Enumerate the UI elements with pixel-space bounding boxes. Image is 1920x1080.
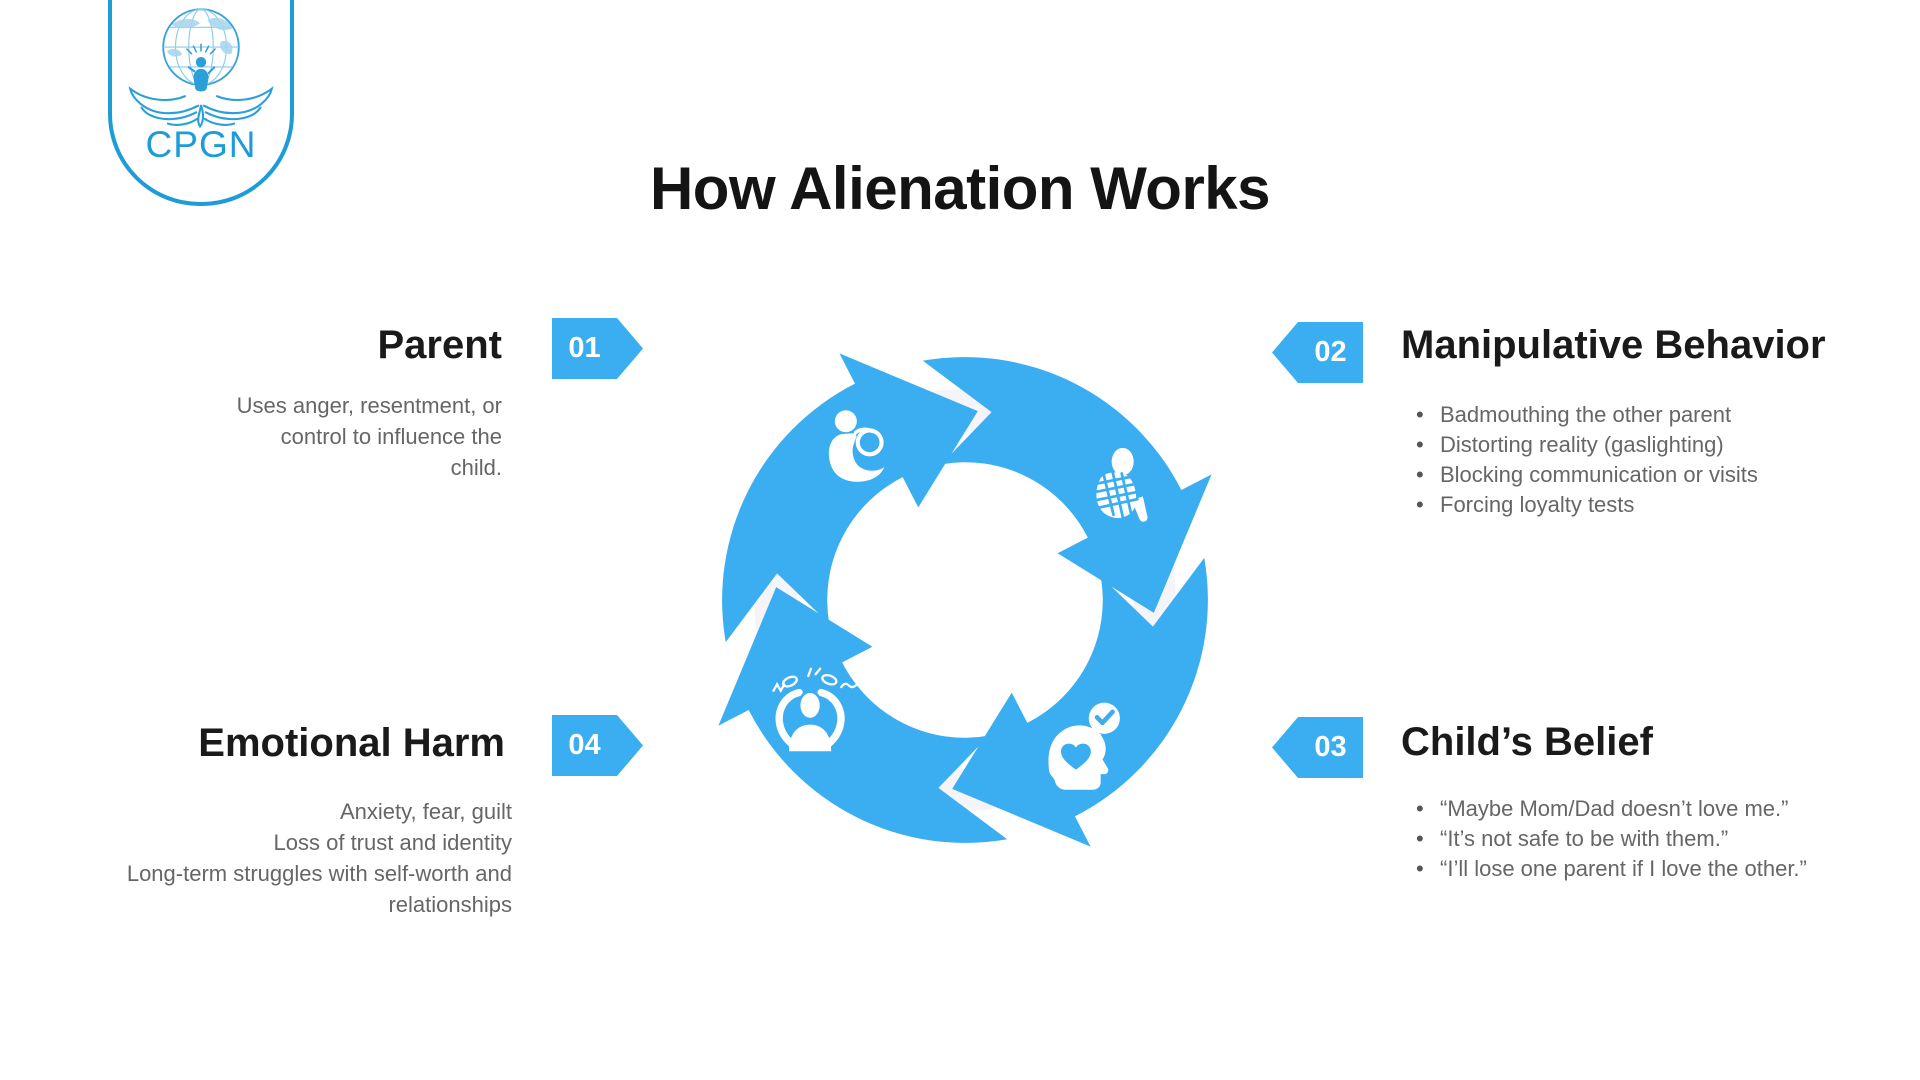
step1-description: Uses anger, resentment, or control to in… (237, 390, 502, 483)
step1-line: control to influence the (280, 424, 502, 449)
step4-line: Loss of trust and identity (273, 830, 512, 855)
step1-number-tag: 01 (552, 318, 643, 379)
head-with-heart-and-check-icon (1048, 702, 1120, 790)
person-stressed-icon (772, 667, 858, 752)
bullet-item: Badmouthing the other parent (1408, 400, 1758, 430)
alienation-cycle-diagram (718, 353, 1212, 847)
wings-icon (128, 86, 274, 129)
bullet-item: Forcing loyalty tests (1408, 490, 1758, 520)
step1-number: 01 (568, 332, 601, 364)
child-icon (187, 57, 216, 92)
bullet-item: “It’s not safe to be with them.” (1408, 824, 1807, 854)
brand-logo-icon (128, 8, 274, 129)
cycle-arrow (922, 357, 1212, 613)
step1-line: child. (450, 455, 502, 480)
step4-line: Anxiety, fear, guilt (339, 799, 512, 824)
step4-number: 04 (568, 729, 601, 761)
step4-line: Long-term struggles with self-worth and (126, 861, 512, 886)
step4-line: relationships (388, 892, 512, 917)
cycle-arrow (952, 557, 1208, 847)
step3-number-tag: 03 (1272, 717, 1363, 778)
cycle-arrow (722, 353, 978, 643)
step4-number-tag: 04 (552, 715, 643, 776)
brand-badge: CPGN (108, 0, 294, 206)
step3-heading: Child’s Belief (1401, 720, 1653, 764)
step3-number: 03 (1314, 731, 1347, 763)
step2-heading: Manipulative Behavior (1401, 323, 1826, 367)
parent-holding-child-icon (828, 410, 885, 482)
step2-number: 02 (1314, 336, 1347, 368)
step2-number-tag: 02 (1272, 322, 1363, 383)
cycle-arrow (718, 587, 1008, 843)
bullet-item: “I’ll lose one parent if I love the othe… (1408, 854, 1807, 884)
bullet-item: “Maybe Mom/Dad doesn’t love me.” (1408, 794, 1807, 824)
bullet-item: Blocking communication or visits (1408, 460, 1758, 490)
brand-name: CPGN (145, 124, 257, 165)
globe-icon (162, 8, 240, 92)
person-tied-up-icon (1094, 447, 1148, 522)
step4-heading: Emotional Harm (198, 721, 505, 765)
step2-bullet-list: Badmouthing the other parent Distorting … (1408, 400, 1758, 520)
bullet-item: Distorting reality (gaslighting) (1408, 430, 1758, 460)
page-title: How Alienation Works (649, 155, 1271, 222)
step3-bullet-list: “Maybe Mom/Dad doesn’t love me.” “It’s n… (1408, 794, 1807, 884)
step1-heading: Parent (377, 323, 503, 367)
step4-description: Anxiety, fear, guilt Loss of trust and i… (127, 796, 512, 920)
step1-line: Uses anger, resentment, or (236, 393, 502, 418)
sun-rays-icon (186, 43, 216, 55)
